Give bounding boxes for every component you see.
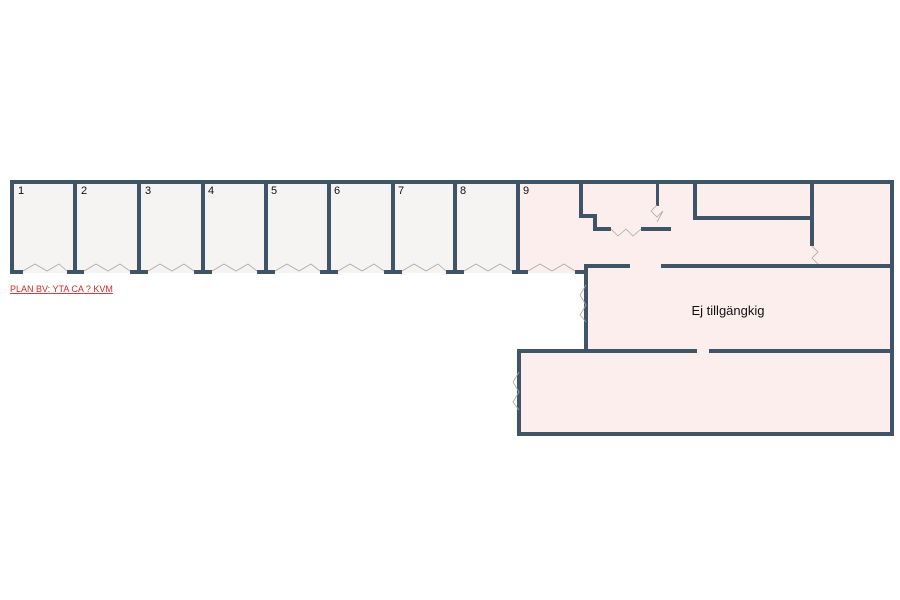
unit-label-8: 8 — [460, 185, 466, 197]
unit-label-9: 9 — [523, 185, 529, 197]
unit-label-5: 5 — [271, 185, 277, 197]
unit-label-2: 2 — [81, 185, 87, 197]
unit-label-1: 1 — [18, 185, 24, 197]
unit-9-floor — [518, 180, 584, 273]
lower-right-floor — [518, 350, 893, 434]
doors — [22, 204, 819, 411]
restricted-area-label: Ej tillgängkig — [692, 303, 765, 318]
restricted-area-floor — [585, 266, 893, 354]
plan-caption: PLAN BV: YTA CA ? KVM — [10, 284, 113, 294]
unit-label-4: 4 — [208, 185, 214, 197]
unit-label-7: 7 — [398, 185, 404, 197]
unit-label-6: 6 — [334, 185, 340, 197]
unit-label-3: 3 — [145, 185, 151, 197]
walls — [10, 180, 894, 436]
upper-right-floor — [580, 180, 893, 266]
